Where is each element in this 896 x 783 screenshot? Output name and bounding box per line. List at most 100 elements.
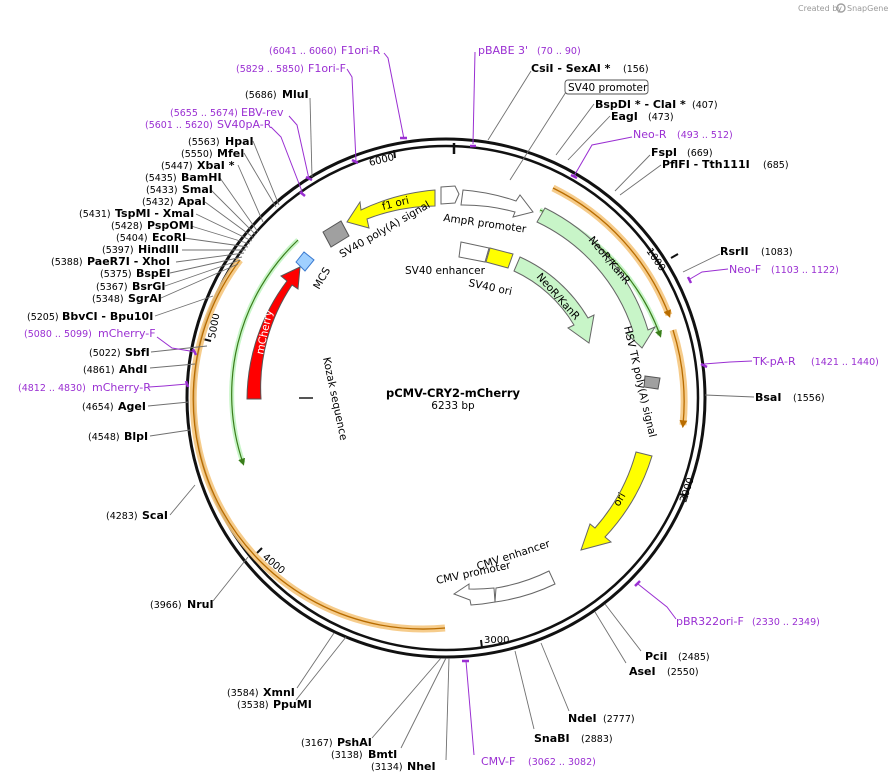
svg-text:(3538): (3538) — [237, 700, 269, 711]
feature-label-mcs: MCS — [311, 265, 333, 291]
svg-text:(3167): (3167) — [301, 738, 333, 749]
feature-cmv-enhancer — [494, 570, 556, 603]
svg-text:ScaI: ScaI — [142, 509, 168, 522]
orf-band-mcherry — [189, 257, 446, 633]
svg-text:(5080 .. 5099): (5080 .. 5099) — [24, 329, 92, 340]
svg-text:(3134): (3134) — [371, 762, 403, 773]
tick-label-3000: 3000 — [484, 635, 509, 646]
tick-label-6000: 6000 — [368, 152, 395, 169]
feature-label-kozak: Kozak sequence — [320, 356, 349, 441]
svg-text:(6041 .. 6060): (6041 .. 6060) — [269, 46, 337, 57]
enzyme-pcii: PciI (2485) — [604, 603, 710, 663]
primer-cmv-f: CMV-F (3062 .. 3082) — [462, 659, 596, 768]
svg-text:Neo-R: Neo-R — [633, 128, 667, 141]
svg-text:XbaI *: XbaI * — [197, 159, 235, 172]
svg-text:EcoRI: EcoRI — [152, 231, 186, 244]
credit-brand: SnapGene — [847, 4, 888, 13]
enzyme-bsai: BsaI (1556) — [704, 391, 825, 404]
svg-text:NheI: NheI — [407, 760, 436, 773]
svg-text:(4812 .. 4830): (4812 .. 4830) — [18, 383, 86, 394]
feature-sv40-ori — [485, 247, 514, 269]
svg-text:F1ori-R: F1ori-R — [341, 44, 381, 57]
svg-text:PciI: PciI — [645, 650, 667, 663]
enzyme-nrui: NruI (3966) — [150, 556, 249, 611]
feature-label-sv40-promoter: SV40 promoter — [568, 82, 648, 94]
svg-text:PshAI: PshAI — [337, 736, 372, 749]
svg-text:(4283): (4283) — [106, 511, 138, 522]
plasmid-size: 6233 bp — [431, 400, 475, 412]
svg-text:(4548): (4548) — [88, 432, 120, 443]
orf-arrow-mcherry — [192, 259, 446, 630]
primer-mcherry-r: mCherry-R (4812 .. 4830) — [18, 380, 190, 394]
enzyme-ahdi: AhdI (4861) — [83, 363, 196, 376]
svg-text:AseI: AseI — [629, 665, 656, 678]
feature-label-box-sv40-promoter — [564, 79, 649, 95]
feature-label-ori: ori — [611, 491, 628, 509]
feature-mcherry — [246, 266, 301, 400]
svg-text:(1556): (1556) — [793, 393, 825, 404]
svg-text:(5563): (5563) — [188, 137, 220, 148]
primer-pbr322ori-f: pBR322ori-F (2330 .. 2349) — [634, 580, 820, 628]
enzyme-cluster: SgrAI (5348) BsrGI (5367) BspEI (5375) P… — [51, 88, 313, 305]
svg-text:PpuMI: PpuMI — [273, 698, 312, 711]
feature-ampr-promoter — [460, 189, 534, 218]
svg-text:PaeR7I - XhoI: PaeR7I - XhoI — [87, 255, 170, 268]
svg-text:FspI: FspI — [651, 146, 677, 159]
svg-text:(2330 .. 2349): (2330 .. 2349) — [752, 617, 820, 628]
svg-text:HpaI: HpaI — [225, 135, 254, 148]
svg-text:(5601 .. 5620): (5601 .. 5620) — [145, 120, 213, 131]
svg-text:NruI: NruI — [187, 598, 214, 611]
svg-text:(669): (669) — [687, 148, 713, 159]
svg-text:AgeI: AgeI — [118, 400, 146, 413]
feature-label-sv40-enhancer: SV40 enhancer — [405, 265, 486, 277]
feature-label-neor-inner: NeoR/KanR — [534, 271, 582, 323]
svg-text:(5367): (5367) — [96, 282, 128, 293]
feature-sv40-polya — [322, 220, 350, 248]
svg-text:(4861): (4861) — [83, 365, 115, 376]
enzyme-asei: AseI (2550) — [594, 611, 699, 678]
snapgene-logo-icon — [836, 3, 846, 13]
orf-arrow-neo — [552, 187, 671, 318]
svg-text:(5388): (5388) — [51, 257, 83, 268]
svg-text:(5550): (5550) — [181, 149, 213, 160]
credit-text: Created by — [798, 4, 842, 13]
svg-text:SmaI: SmaI — [182, 183, 213, 196]
svg-text:(2550): (2550) — [667, 667, 699, 678]
svg-text:BbvCI - Bpu10I: BbvCI - Bpu10I — [62, 310, 153, 323]
primer-f1ori-f: F1ori-F (5829 .. 5850) — [236, 62, 359, 165]
svg-text:BamHI: BamHI — [181, 171, 222, 184]
primer-tk-pa-r: TK-pA-R (1421 .. 1440) — [700, 355, 879, 369]
primer-neo-f: Neo-F (1103 .. 1122) — [686, 263, 839, 284]
orf-green-mcherry-arrow — [231, 239, 299, 466]
feature-cmv-promoter — [452, 583, 496, 606]
enzyme-scai: ScaI (4283) — [106, 484, 196, 522]
enzyme-pshai: PshAI (3167) — [301, 657, 442, 749]
leader-sv40-promoter — [509, 91, 567, 181]
svg-text:(1421 .. 1440): (1421 .. 1440) — [811, 357, 879, 368]
svg-text:(1103 .. 1122): (1103 .. 1122) — [771, 265, 839, 276]
svg-text:SgrAI: SgrAI — [128, 292, 162, 305]
svg-text:(5431): (5431) — [79, 209, 111, 220]
primer-f1ori-r: F1ori-R (6041 .. 6060) — [269, 44, 407, 140]
svg-text:mCherry-F: mCherry-F — [98, 327, 156, 340]
svg-text:(3966): (3966) — [150, 600, 182, 611]
svg-text:(5447): (5447) — [161, 161, 193, 172]
enzyme-ppumi: PpuMI (3538) — [237, 636, 347, 711]
primer-ebv-rev: EBV-rev (5655 .. 5674) — [170, 106, 313, 182]
plasmid-name: pCMV-CRY2-mCherry — [386, 386, 520, 400]
svg-text:(5433): (5433) — [146, 185, 178, 196]
svg-text:RsrII: RsrII — [720, 245, 749, 258]
svg-text:(473): (473) — [648, 112, 674, 123]
svg-text:(4654): (4654) — [82, 402, 114, 413]
svg-text:(5432): (5432) — [142, 197, 174, 208]
svg-text:BsaI: BsaI — [755, 391, 781, 404]
svg-text:(5428): (5428) — [111, 221, 143, 232]
svg-text:(407): (407) — [692, 100, 718, 111]
svg-text:CMV-F: CMV-F — [481, 755, 515, 768]
svg-text:ApaI: ApaI — [178, 195, 206, 208]
svg-text:EagI: EagI — [611, 110, 638, 123]
feature-mcs — [295, 251, 315, 272]
svg-text:NdeI: NdeI — [568, 712, 597, 725]
feature-label-mcherry: mCherry — [254, 309, 275, 356]
svg-text:(5686): (5686) — [245, 90, 277, 101]
